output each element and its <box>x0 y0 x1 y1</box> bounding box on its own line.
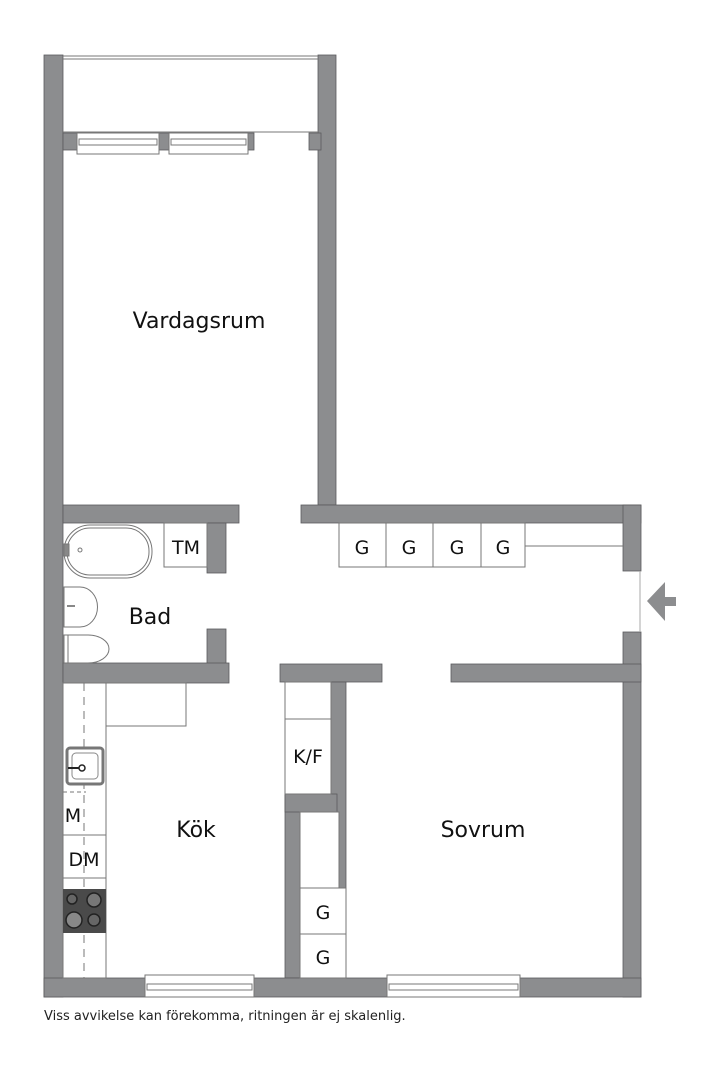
bathtub-faucet <box>63 543 70 557</box>
window-top-1 <box>76 132 160 155</box>
stove-icon <box>63 889 106 933</box>
wall-bottom-mid <box>252 977 389 998</box>
wall-top-right <box>317 54 337 506</box>
microwave-label: M <box>65 805 81 827</box>
kitchen-sink-icon <box>65 746 105 786</box>
window-kitchen <box>144 974 255 998</box>
closet-fixtures <box>284 681 347 979</box>
kitchen-overhead-unit <box>105 682 187 727</box>
wall-closet-top <box>279 663 383 683</box>
disclaimer-text: Viss avvikelse kan förekomma, ritningen … <box>44 1009 406 1024</box>
wall-left-outer <box>43 54 64 998</box>
toilet-icon <box>63 634 110 664</box>
bedroom-wardrobe-label: G <box>316 947 331 969</box>
wall-right-upper <box>622 504 642 572</box>
room-label-sovrum: Sovrum <box>441 818 526 843</box>
wall-bath-right-lower <box>206 628 227 666</box>
hall-wardrobe-label: G <box>355 537 370 559</box>
hall-wardrobe-label: G <box>450 537 465 559</box>
balcony <box>63 55 318 133</box>
wall-bath-top-stub <box>206 522 227 574</box>
wall-top-right-notch <box>308 132 322 151</box>
wall-bath-bottom <box>62 662 230 684</box>
entrance-arrow-icon <box>647 582 676 621</box>
wall-bottom-left <box>43 977 147 998</box>
wall-right-lower <box>622 631 642 998</box>
wall-bedroom-top <box>450 663 642 683</box>
wall-window-mullion <box>158 132 170 151</box>
tm-box <box>163 522 208 568</box>
kf-box <box>284 718 332 795</box>
kf-label: K/F <box>293 746 323 768</box>
sink-icon <box>63 586 98 628</box>
room-label-bad: Bad <box>129 605 172 630</box>
wall-closet-mid <box>284 793 338 813</box>
kitchen-fixtures <box>62 682 187 979</box>
dishwasher-label: DM <box>68 849 99 871</box>
wall-top-left-stub <box>62 132 78 151</box>
wall-bath-top <box>62 504 240 524</box>
wall-hall-top <box>300 504 642 524</box>
wall-closet-left <box>284 793 301 979</box>
bedroom-wardrobe-label: G <box>316 902 331 924</box>
tm-label: TM <box>171 537 200 559</box>
window-top-2 <box>168 132 249 155</box>
windows <box>76 132 521 998</box>
wall-window-right-stub <box>247 132 255 151</box>
hall-wardrobe-label: G <box>402 537 417 559</box>
room-label-vardagsrum: Vardagsrum <box>133 309 266 334</box>
walls <box>43 54 642 998</box>
bathtub-drain <box>77 547 83 553</box>
wall-bottom-right <box>518 977 642 998</box>
hall-wardrobes <box>338 522 623 568</box>
room-label-kok: Kök <box>176 818 216 843</box>
hall-wardrobe-label: G <box>496 537 511 559</box>
bathroom-fixtures <box>63 522 208 664</box>
window-bedroom <box>386 974 521 998</box>
